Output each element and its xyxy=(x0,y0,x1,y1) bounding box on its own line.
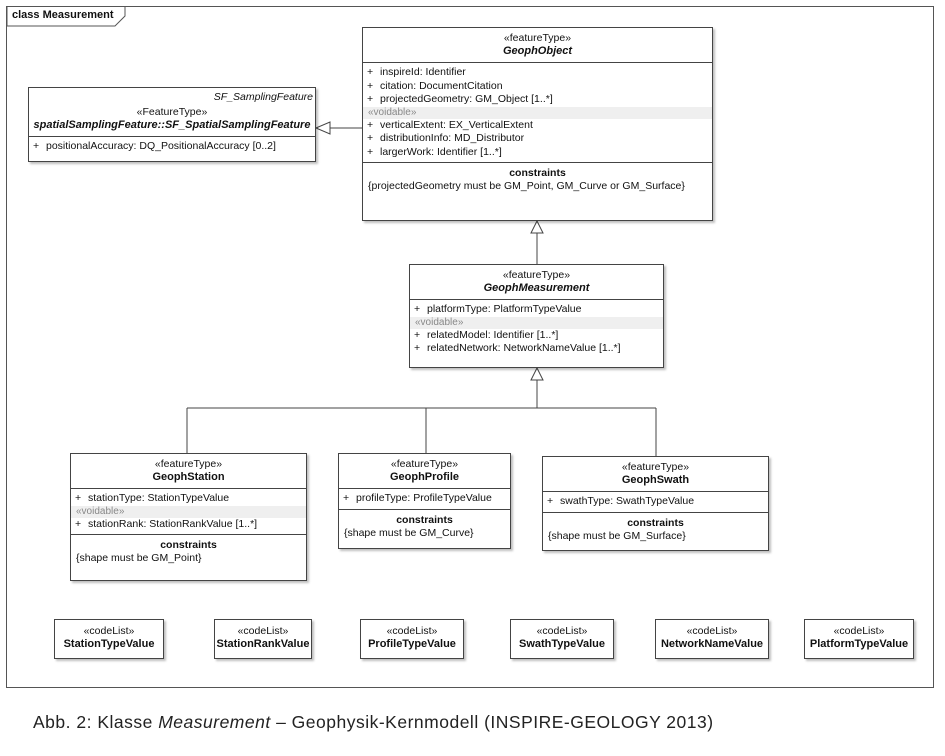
codelist-network-name-value[interactable]: «codeList» NetworkNameValue xyxy=(655,619,769,659)
attribute-compartment: +platformType: PlatformTypeValue «voidab… xyxy=(410,300,663,359)
generalization-arrowhead-measurement xyxy=(530,366,544,381)
generalization-arrowhead-sf xyxy=(314,121,331,135)
attribute-compartment: +swathType: SwathTypeValue xyxy=(543,492,768,513)
voidable-label: «voidable» xyxy=(410,316,663,329)
stereotype-label: «codeList» xyxy=(386,625,438,637)
stereotype-label: «codeList» xyxy=(237,625,289,637)
class-sf-spatial-sampling-feature[interactable]: SF_SamplingFeature «FeatureType» spatial… xyxy=(28,87,316,162)
constraints-title: constraints xyxy=(160,539,217,551)
constraints-compartment: constraints {projectedGeometry must be G… xyxy=(363,163,712,197)
constraints-title: constraints xyxy=(509,167,566,179)
class-header: «featureType» GeophProfile xyxy=(339,454,510,489)
attribute-row: +verticalExtent: EX_VerticalExtent xyxy=(367,118,533,131)
caption-emphasis: Measurement xyxy=(158,712,271,732)
attribute-row: +largerWork: Identifier [1..*] xyxy=(367,145,502,158)
attribute-row: +stationType: StationTypeValue xyxy=(75,492,230,504)
stereotype-label: «codeList» xyxy=(833,625,885,637)
class-geoph-station[interactable]: «featureType» GeophStation +stationType:… xyxy=(70,453,307,581)
attribute-row: +platformType: PlatformTypeValue xyxy=(414,303,582,315)
stereotype-label: «featureType» xyxy=(154,458,223,470)
constraints-compartment: constraints {shape must be GM_Point} xyxy=(71,535,306,569)
attribute-compartment: +profileType: ProfileTypeValue xyxy=(339,489,510,510)
frame-label: class Measurement xyxy=(12,9,114,21)
attribute-row: +citation: DocumentCitation xyxy=(367,79,503,92)
stereotype-label: «codeList» xyxy=(686,625,738,637)
constraints-text: {projectedGeometry must be GM_Point, GM_… xyxy=(368,180,685,192)
stereotype-label: «featureType» xyxy=(390,458,459,470)
class-geoph-object[interactable]: «featureType» GeophObject +inspireId: Id… xyxy=(362,27,713,221)
diagram-frame: class Measurement xyxy=(6,6,934,688)
frame-tab xyxy=(7,7,126,27)
codelist-name: NetworkNameValue xyxy=(660,638,764,650)
template-label: SF_SamplingFeature xyxy=(213,91,313,103)
attribute-row: +positionalAccuracy: DQ_PositionalAccura… xyxy=(33,140,276,152)
attribute-row: +projectedGeometry: GM_Object [1..*] xyxy=(367,93,553,105)
voidable-label: «voidable» xyxy=(363,106,712,119)
voidable-label: «voidable» xyxy=(71,505,306,518)
class-header: «featureType» GeophObject xyxy=(363,28,712,63)
class-geoph-profile[interactable]: «featureType» GeophProfile +profileType:… xyxy=(338,453,511,549)
codelist-name: SwathTypeValue xyxy=(519,638,605,650)
generalization-arrowhead-object xyxy=(530,219,544,234)
class-name: GeophProfile xyxy=(389,471,460,483)
codelist-name: ProfileTypeValue xyxy=(368,638,456,650)
constraints-title: constraints xyxy=(396,513,453,526)
class-name: GeophMeasurement xyxy=(483,282,590,294)
class-header: «featureType» GeophMeasurement xyxy=(410,265,663,300)
constraints-title: constraints xyxy=(627,516,684,529)
stereotype-label: «featureType» xyxy=(502,269,571,281)
codelist-profile-type-value[interactable]: «codeList» ProfileTypeValue xyxy=(360,619,464,659)
constraints-text: {shape must be GM_Point} xyxy=(76,552,202,564)
codelist-swath-type-value[interactable]: «codeList» SwathTypeValue xyxy=(510,619,614,659)
attribute-row: +relatedNetwork: NetworkNameValue [1..*] xyxy=(414,342,621,354)
class-header: «featureType» GeophStation xyxy=(71,454,306,489)
attribute-row: +swathType: SwathTypeValue xyxy=(547,495,695,507)
attribute-row: +stationRank: StationRankValue [1..*] xyxy=(75,517,258,530)
stereotype-label: «codeList» xyxy=(536,625,588,637)
figure-caption: Abb. 2: Klasse Measurement – Geophysik-K… xyxy=(33,712,714,733)
attribute-row: +distributionInfo: MD_Distributor xyxy=(367,132,525,144)
class-header: SF_SamplingFeature «FeatureType» spatial… xyxy=(29,88,315,137)
stereotype-label: «FeatureType» xyxy=(136,106,208,118)
codelist-station-rank-value[interactable]: «codeList» StationRankValue xyxy=(214,619,312,659)
stereotype-label: «featureType» xyxy=(503,32,572,44)
codelist-name: PlatformTypeValue xyxy=(809,638,909,650)
codelist-name: StationTypeValue xyxy=(63,638,155,650)
codelist-platform-type-value[interactable]: «codeList» PlatformTypeValue xyxy=(804,619,914,659)
stereotype-label: «codeList» xyxy=(83,625,135,637)
class-name: spatialSamplingFeature::SF_SpatialSampli… xyxy=(33,119,311,131)
class-header: «featureType» GeophSwath xyxy=(543,457,768,492)
constraints-compartment: constraints {shape must be GM_Curve} xyxy=(339,510,510,544)
attribute-row: +inspireId: Identifier xyxy=(367,66,466,78)
attribute-compartment: +stationType: StationTypeValue «voidable… xyxy=(71,489,306,535)
constraints-text: {shape must be GM_Surface} xyxy=(548,529,686,542)
constraints-compartment: constraints {shape must be GM_Surface} xyxy=(543,513,768,547)
class-name: GeophSwath xyxy=(621,474,690,486)
attribute-compartment: +positionalAccuracy: DQ_PositionalAccura… xyxy=(29,137,315,157)
codelist-name: StationRankValue xyxy=(216,638,310,650)
caption-suffix: – Geophysik-Kernmodell (INSPIRE-GEOLOGY … xyxy=(270,712,714,732)
constraints-text: {shape must be GM_Curve} xyxy=(344,526,474,539)
caption-prefix: Abb. 2: Klasse xyxy=(33,712,159,732)
attribute-row: +profileType: ProfileTypeValue xyxy=(343,492,492,504)
attribute-row: +relatedModel: Identifier [1..*] xyxy=(414,328,559,341)
class-geoph-swath[interactable]: «featureType» GeophSwath +swathType: Swa… xyxy=(542,456,769,551)
class-geoph-measurement[interactable]: «featureType» GeophMeasurement +platform… xyxy=(409,264,664,368)
class-name: GeophStation xyxy=(152,471,225,483)
stereotype-label: «featureType» xyxy=(621,461,690,473)
class-name: GeophObject xyxy=(502,45,573,57)
attribute-compartment: +inspireId: Identifier +citation: Docume… xyxy=(363,63,712,163)
codelist-station-type-value[interactable]: «codeList» StationTypeValue xyxy=(54,619,164,659)
